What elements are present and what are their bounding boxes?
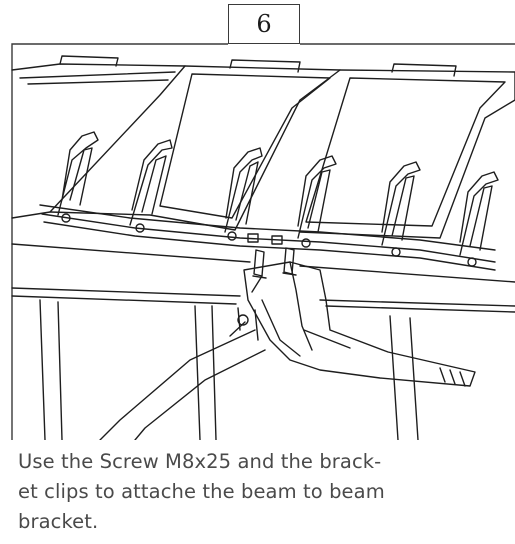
support-frame: [39, 299, 419, 440]
bracket-clips: [57, 131, 499, 267]
purlin-rail: [39, 204, 496, 271]
instruction-line: Use the Screw M8x25 and the brack-: [18, 450, 382, 473]
instruction-text: Use the Screw M8x25 and the brack- et cl…: [18, 447, 488, 537]
assembly-illustration: [11, 43, 515, 440]
roof-panel-middle: [49, 59, 341, 231]
main-beam: [11, 243, 515, 313]
roof-panel-left: [11, 63, 186, 219]
instruction-line: bracket.: [18, 510, 99, 533]
step-number: 6: [228, 4, 300, 44]
instruction-line: et clips to attache the beam to beam: [18, 480, 385, 503]
beam-bracket: [237, 261, 476, 387]
panel-border: [11, 43, 515, 440]
roof-panel-right: [59, 55, 515, 239]
